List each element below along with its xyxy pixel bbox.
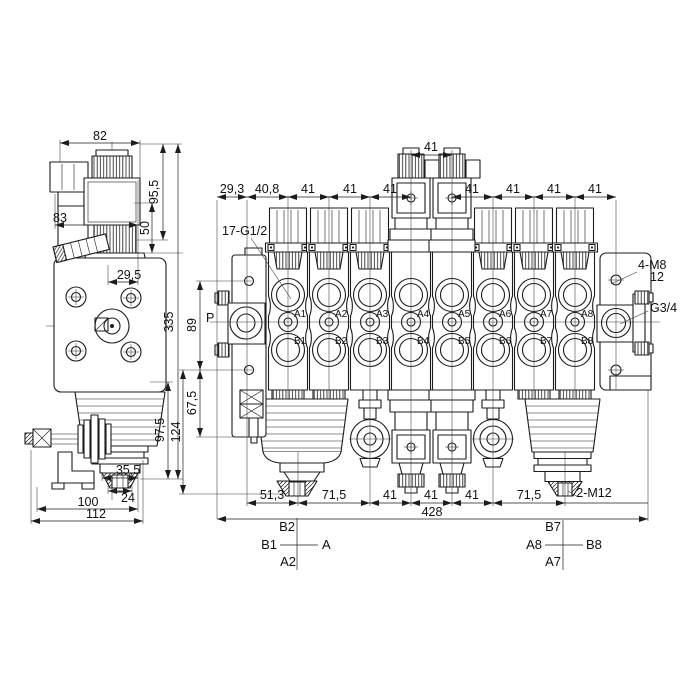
dim-top-width: 82 xyxy=(93,129,107,143)
front-view xyxy=(210,147,660,506)
dim-connector-width: 83 xyxy=(53,211,67,225)
dim-bottom-2: 41 xyxy=(383,488,397,502)
schematic-right-top: B7 xyxy=(545,519,561,534)
centerlines xyxy=(210,150,660,506)
port-label-a5: A5 xyxy=(458,309,471,320)
dim-coil-height: 50 xyxy=(138,221,152,235)
port-label-b6: B6 xyxy=(499,336,512,347)
schematic-left-bottom: A2 xyxy=(280,554,296,569)
side-view xyxy=(24,142,174,500)
label-work-ports-thread: 17-G1/2 xyxy=(222,224,267,238)
schematic-left-right: A xyxy=(322,537,331,552)
schematic-right-left: A8 xyxy=(526,537,542,552)
dim-top-0: 29,3 xyxy=(220,182,244,196)
dim-damper-height: 67,5 xyxy=(185,391,199,415)
label-stud-thread: 2-M12 xyxy=(576,486,611,500)
dim-bellows-height: 97,5 xyxy=(153,418,167,442)
dim-bottom-5: 71,5 xyxy=(517,488,541,502)
dim-top-right-3: 41 xyxy=(588,182,602,196)
side-control-lever xyxy=(52,233,110,264)
dim-cone-width: 35,5 xyxy=(116,463,140,477)
dim-overall-depth: 112 xyxy=(86,507,106,521)
schematic-right-right: B8 xyxy=(586,537,602,552)
dim-top-right-1: 41 xyxy=(506,182,520,196)
dim-total-height: 335 xyxy=(162,312,176,333)
label-outlet-thread: G3/4 xyxy=(650,301,677,315)
port-label-a7: A7 xyxy=(540,309,553,320)
dim-top-right-0: 41 xyxy=(465,182,479,196)
dim-bottom-3: 41 xyxy=(424,488,438,502)
side-handle-joint xyxy=(24,414,112,490)
bellows-left xyxy=(255,398,349,497)
port-label-b3: B3 xyxy=(376,336,389,347)
label-inlet-port: P xyxy=(206,311,214,325)
bellows-right xyxy=(524,398,601,497)
schematic-right: B7 A8 B8 A7 xyxy=(526,519,602,570)
dim-solenoid-pitch: 41 xyxy=(424,140,438,154)
side-valve-body xyxy=(52,233,167,393)
port-label-a3: A3 xyxy=(376,309,389,320)
dim-hole-pitch: 89 xyxy=(185,318,199,332)
valve-sections xyxy=(267,251,596,391)
text-layer: 82 95,5 83 50 29,5 335 97,5 35,5 24 100 … xyxy=(53,129,677,521)
port-label-a8: A8 xyxy=(581,309,594,320)
port-label-b8: B8 xyxy=(581,336,594,347)
schematic-left-left: B1 xyxy=(261,537,277,552)
dim-top-1: 40,8 xyxy=(255,182,279,196)
port-label-b5: B5 xyxy=(458,336,471,347)
port-label-a4: A4 xyxy=(417,309,430,320)
bottom-assemblies xyxy=(255,389,601,497)
port-label-a2: A2 xyxy=(335,309,348,320)
port-label-b4: B4 xyxy=(417,336,430,347)
port-label-b7: B7 xyxy=(540,336,553,347)
dim-overall-width: 428 xyxy=(422,505,443,519)
dim-bottom-4: 41 xyxy=(465,488,479,502)
port-label-b2: B2 xyxy=(335,336,348,347)
dim-lower-height: 124 xyxy=(169,422,183,443)
inlet-section xyxy=(214,247,267,444)
dim-bottom-1: 71,5 xyxy=(322,488,346,502)
schematic-left: B2 B1 A A2 xyxy=(261,518,331,570)
dim-top-2: 41 xyxy=(301,182,315,196)
dim-bottom-0: 51,3 xyxy=(260,488,284,502)
label-mount-depth: 12 xyxy=(650,270,664,284)
dim-top-right-2: 41 xyxy=(547,182,561,196)
schematic-left-top: B2 xyxy=(279,519,295,534)
port-label-a1: A1 xyxy=(294,309,307,320)
port-label-b1: B1 xyxy=(294,336,307,347)
top-assemblies xyxy=(264,147,599,270)
dim-base-width: 100 xyxy=(78,495,99,509)
schematic-right-bottom: A7 xyxy=(545,554,561,569)
dim-top-4: 41 xyxy=(383,182,397,196)
label-mount-thread: 4-M8 xyxy=(638,258,667,272)
dim-tip-width: 24 xyxy=(121,491,135,505)
dim-top-3: 41 xyxy=(343,182,357,196)
port-label-a6: A6 xyxy=(499,309,512,320)
dim-lever-offset: 29,5 xyxy=(117,268,141,282)
dim-solenoid-height: 95,5 xyxy=(147,180,161,204)
dimension-layer xyxy=(30,140,649,524)
inlet-damper xyxy=(239,389,264,444)
